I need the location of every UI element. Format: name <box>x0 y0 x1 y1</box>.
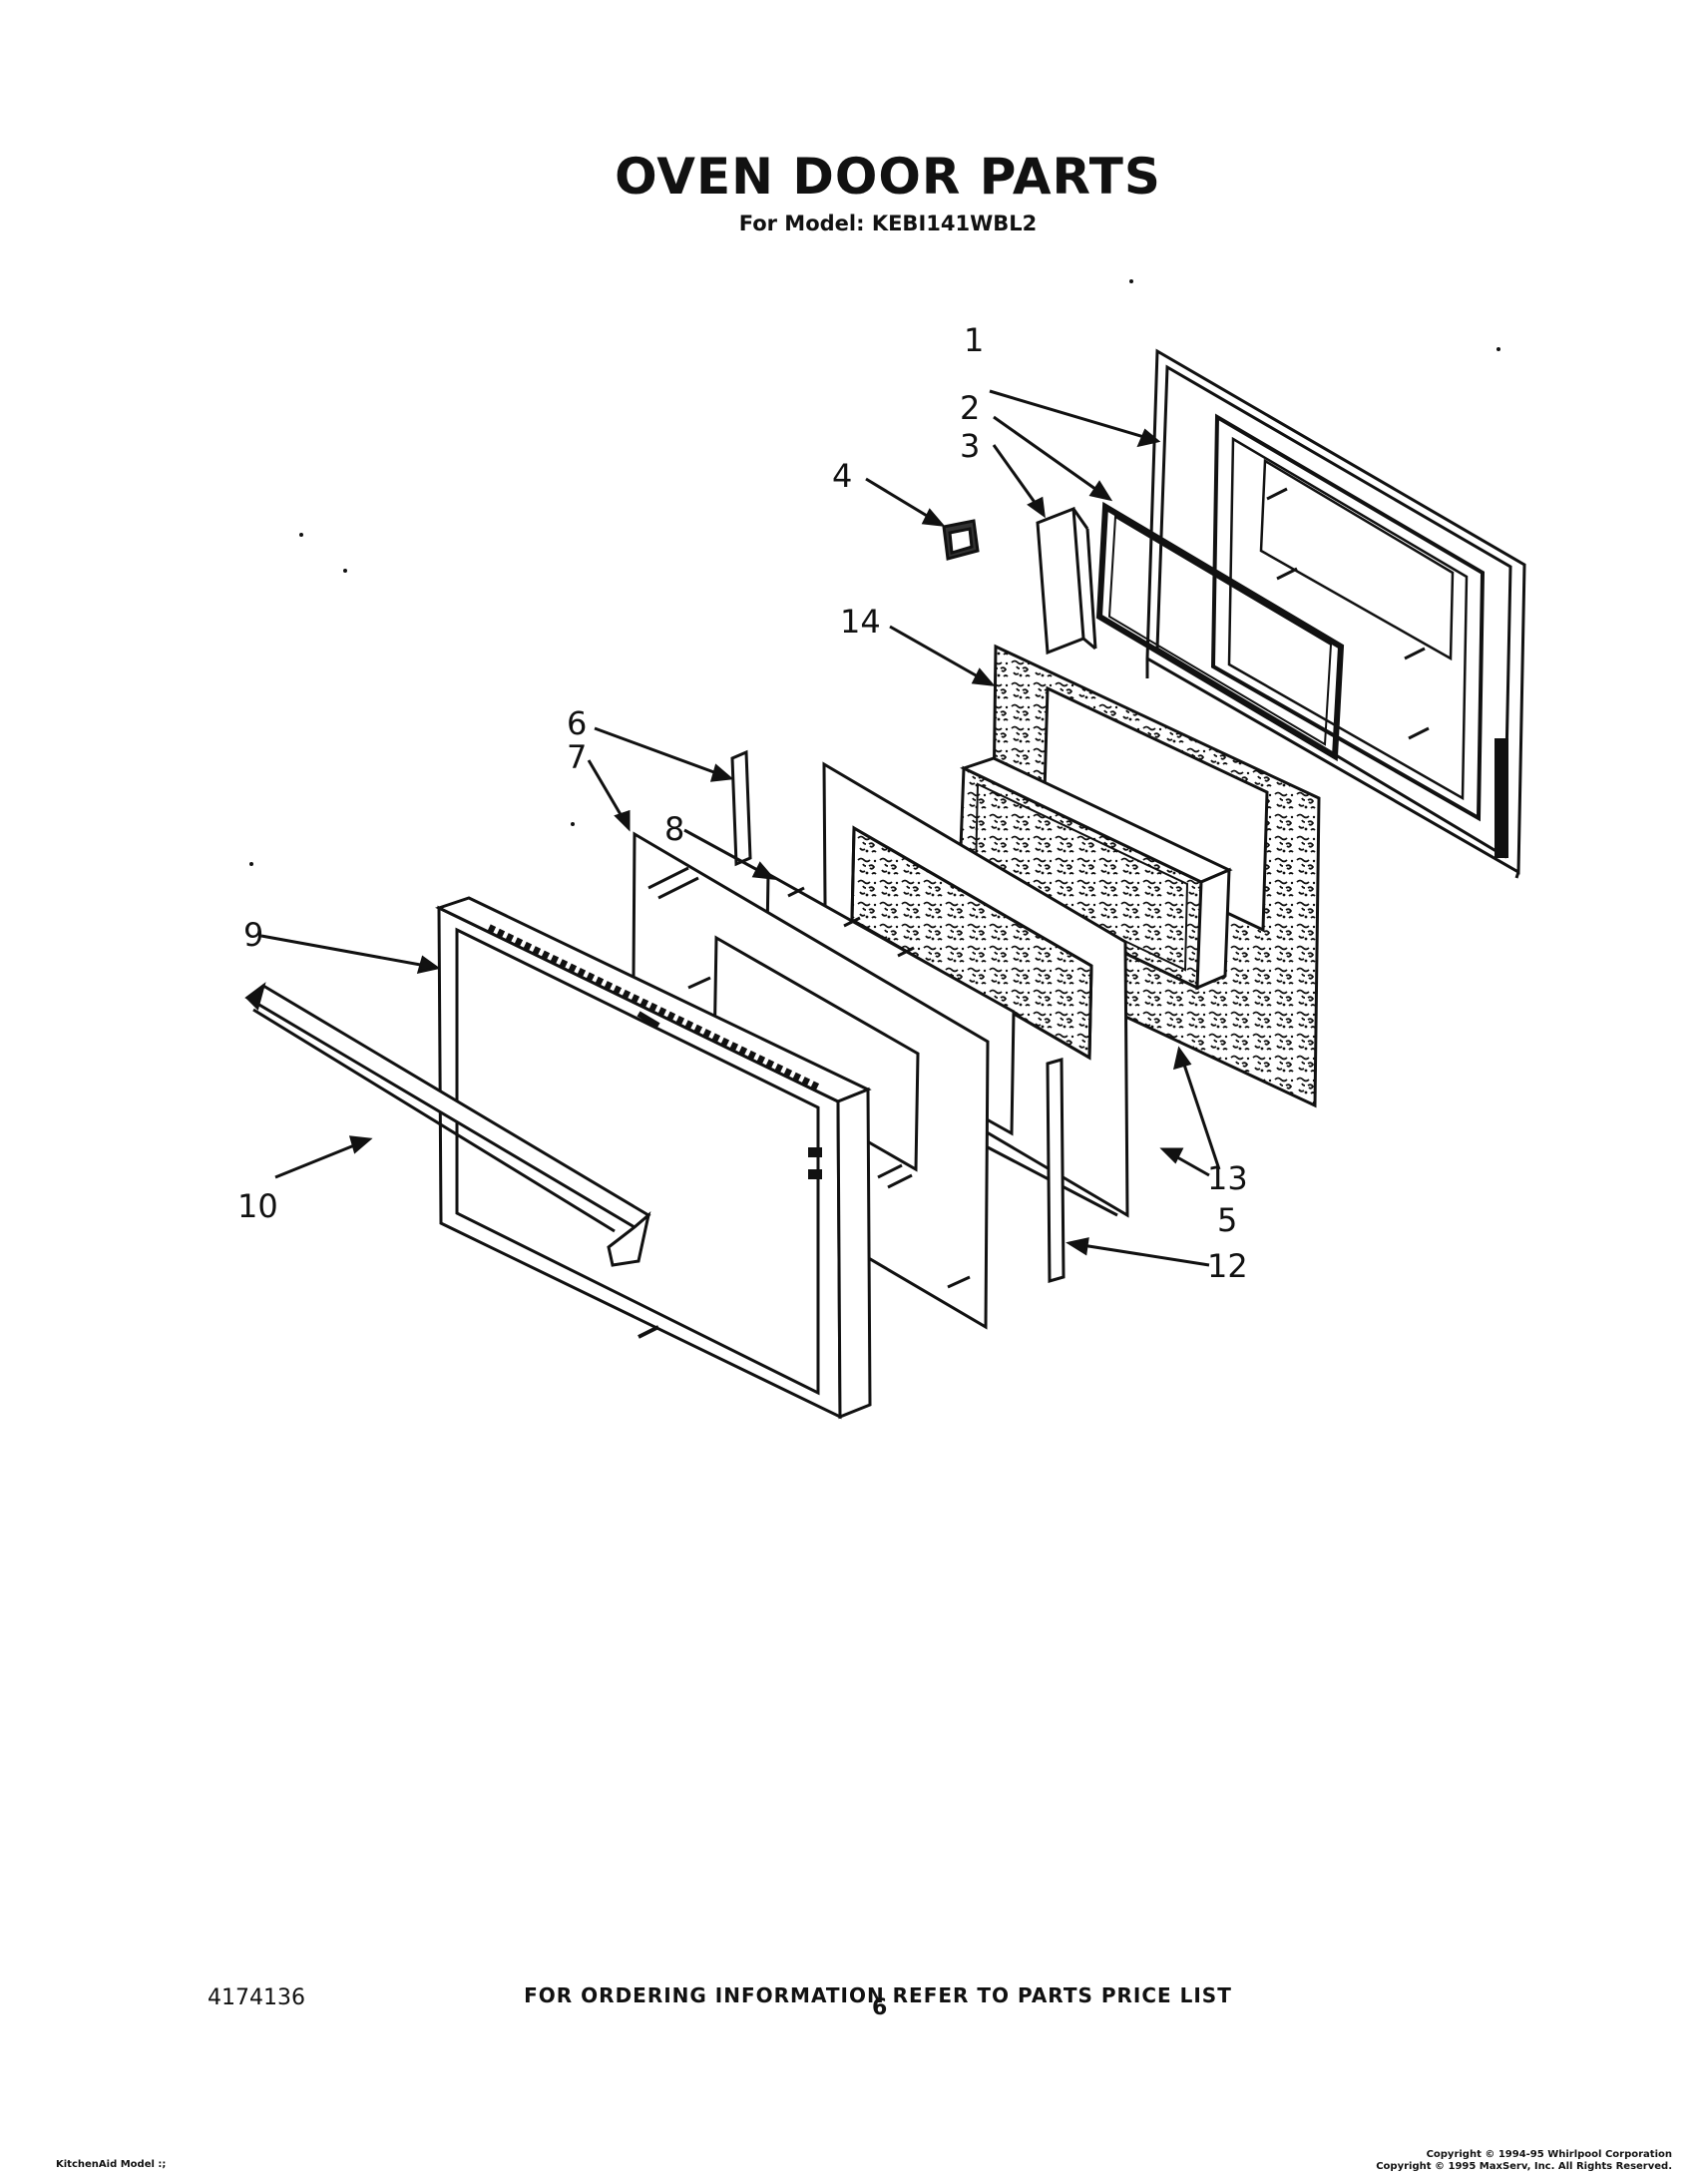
callout-labels: 1 2 3 4 5 6 7 8 9 10 12 13 14 <box>237 321 1248 1285</box>
part-outer-door-frame <box>435 896 872 1420</box>
scan-specks <box>249 279 1500 866</box>
callout-8: 8 <box>664 810 684 848</box>
callout-6: 6 <box>567 704 587 742</box>
part-spacer-bar <box>730 749 752 867</box>
callout-12: 12 <box>1207 1247 1248 1285</box>
model-note: KitchenAid Model :; <box>56 2159 167 2170</box>
part-hinge-bracket <box>1036 506 1097 655</box>
callout-9: 9 <box>243 916 263 954</box>
callout-3: 3 <box>960 427 980 465</box>
callout-leaders <box>260 389 1221 1267</box>
part-inner-door-panel <box>1145 348 1526 879</box>
callout-5: 5 <box>1217 1201 1237 1239</box>
model-subtitle: For Model: KEBI141WBL2 <box>738 212 1038 235</box>
callout-7: 7 <box>567 738 587 776</box>
callout-10: 10 <box>237 1187 278 1225</box>
callout-13: 13 <box>1207 1159 1248 1197</box>
part-door-gasket <box>1095 501 1345 762</box>
document-number: 4174136 <box>208 1985 305 2010</box>
part-door-handle <box>244 982 651 1267</box>
callout-1: 1 <box>964 321 984 359</box>
part-clip <box>942 519 980 561</box>
page-title: OVEN DOOR PARTS <box>615 148 1161 206</box>
part-side-trim <box>1046 1058 1066 1283</box>
page-number: 6 <box>872 1995 888 2020</box>
callout-4: 4 <box>832 457 852 495</box>
copyright-line-2: Copyright © 1995 MaxServ, Inc. All Right… <box>1376 2161 1672 2172</box>
callout-14: 14 <box>840 603 881 641</box>
copyright-line-1: Copyright © 1994-95 Whirlpool Corporatio… <box>1426 2149 1672 2160</box>
part-insulation-box <box>958 756 1233 991</box>
copyright-block: Copyright © 1994-95 Whirlpool Corporatio… <box>1376 2149 1672 2173</box>
ordering-info: FOR ORDERING INFORMATION REFER TO PARTS … <box>524 1983 1232 2007</box>
callout-2: 2 <box>960 389 980 427</box>
